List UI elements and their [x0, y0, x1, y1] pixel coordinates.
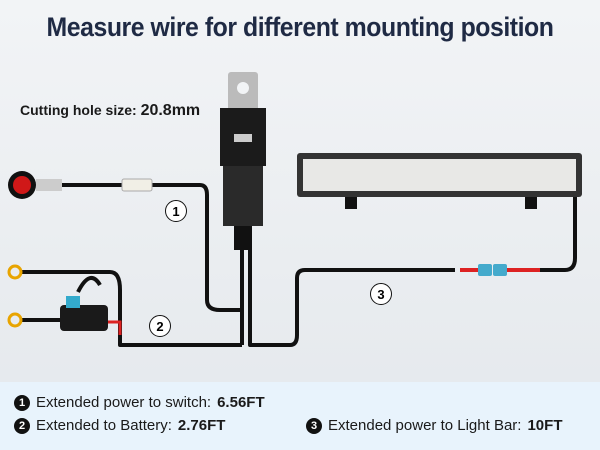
fuse-holder-icon	[60, 276, 108, 331]
callout-2: 2	[149, 315, 171, 337]
number-badge: 2	[14, 417, 30, 434]
relay-icon	[220, 72, 266, 250]
connector-icon	[121, 178, 153, 192]
callout-3: 3	[370, 283, 392, 305]
wire-lightbar	[248, 250, 455, 347]
wire-switch	[60, 183, 242, 312]
bullet-connector-icon	[478, 264, 507, 276]
page-title: Measure wire for different mounting posi…	[46, 12, 554, 42]
battery-terminal-icon	[7, 264, 23, 328]
number-badge: 3	[306, 417, 322, 434]
number-badge: 1	[14, 394, 30, 411]
light-bar-icon	[297, 153, 582, 209]
cutting-hole-size: Cutting hole size: 20.8mm	[20, 102, 201, 119]
wire-battery-top	[22, 270, 242, 347]
switch-icon	[8, 171, 62, 199]
callout-1: 1	[165, 200, 187, 222]
